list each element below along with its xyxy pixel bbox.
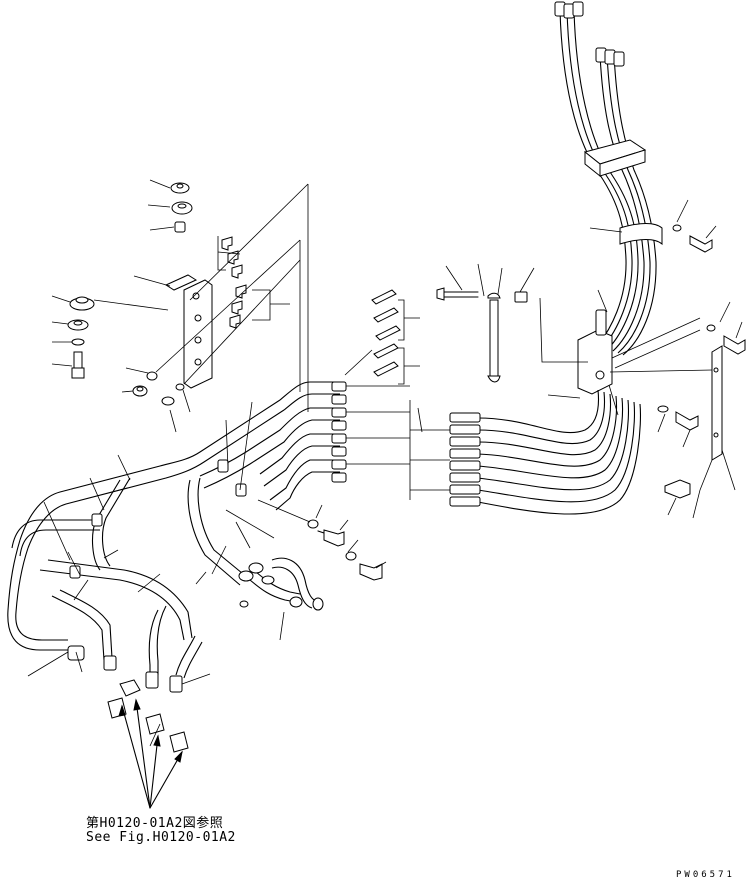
bracket-plate-right <box>711 345 723 461</box>
bolt-clamp-mid <box>436 287 528 383</box>
adapter-column <box>331 381 347 483</box>
washers-lower-left <box>132 371 185 406</box>
clip-column <box>221 236 247 329</box>
callout-lines-left <box>27 401 323 747</box>
lower-fittings <box>67 645 189 753</box>
main-pipe-network <box>7 381 340 679</box>
washers-top-left <box>170 182 193 233</box>
hose-top-fittings <box>554 1 625 67</box>
hose-clamp-block <box>583 139 647 178</box>
hose-mount-bracket <box>577 309 613 395</box>
hose-fittings-left-end <box>449 412 481 507</box>
reference-note-english: See Fig.H0120-01A2 <box>86 830 236 845</box>
reference-arrows <box>118 698 183 809</box>
drawing-code: PW06571 <box>676 870 735 880</box>
hose-u-bend-bundle <box>477 389 641 515</box>
small-fittings-top <box>371 289 401 377</box>
bolts-mid <box>307 519 383 581</box>
bolt-right-1 <box>672 224 713 253</box>
left-bracket-assembly <box>164 274 213 389</box>
pipe-clamps <box>69 459 324 611</box>
reference-note-japanese: 第H0120-01A2図参照 <box>86 816 224 831</box>
band-clamp <box>619 223 663 246</box>
upper-hose-bundle <box>559 9 657 356</box>
